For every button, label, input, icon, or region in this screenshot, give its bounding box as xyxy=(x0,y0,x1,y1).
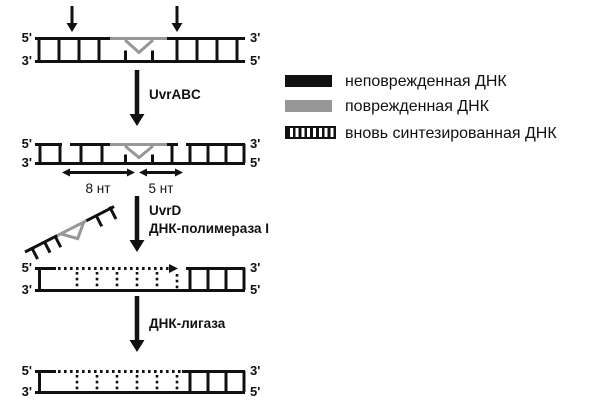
strand-end-label: 3' xyxy=(250,363,261,378)
measure-label-8nt: 8 нт xyxy=(85,181,111,196)
uvrd-process-arrow-icon xyxy=(129,196,145,252)
dna-damaged-duplex xyxy=(35,37,245,63)
step-label-uvrabc: UvrABC xyxy=(149,87,201,102)
legend-label-undamaged-dna: неповрежденная ДНК xyxy=(345,73,507,90)
dna-lesion-icon xyxy=(124,144,154,160)
step-label-uvrd: UvrD xyxy=(149,203,182,218)
measure-arrow-5nt-icon xyxy=(139,168,183,177)
step-label-polymerase: ДНК-полимераза I xyxy=(149,221,269,236)
dna-repaired-duplex xyxy=(35,370,246,394)
legend-label-damaged-dna: поврежденная ДНК xyxy=(345,98,490,115)
strand-end-label: 3' xyxy=(21,282,32,297)
measure-arrow-8nt-icon xyxy=(62,168,135,177)
strand-end-label: 5' xyxy=(21,363,32,378)
strand-end-label: 3' xyxy=(250,260,261,275)
strand-end-label: 5' xyxy=(250,53,261,68)
strand-end-label: 3' xyxy=(250,30,261,45)
strand-end-label: 5' xyxy=(250,155,261,170)
strand-end-label: 5' xyxy=(21,30,32,45)
synthesis-direction-arrowhead-icon xyxy=(169,264,178,273)
legend-swatch-new-dna xyxy=(285,126,336,139)
dna-lesion-icon xyxy=(124,38,154,55)
legend-swatch-undamaged-dna xyxy=(285,75,332,87)
strand-end-label: 5' xyxy=(250,282,261,297)
strand-end-label: 3' xyxy=(21,53,32,68)
strand-end-label: 5' xyxy=(21,260,32,275)
measure-label-5nt: 5 нт xyxy=(148,181,174,196)
dna-resynthesis-duplex xyxy=(35,264,246,292)
ligase-process-arrow-icon xyxy=(129,296,145,352)
incision-arrow-icon xyxy=(171,6,183,32)
dna-incised-duplex xyxy=(35,143,246,165)
strand-end-label: 5' xyxy=(21,136,32,151)
step-label-ligase: ДНК-лигаза xyxy=(149,316,226,331)
dna-lesion-icon xyxy=(60,221,86,241)
legend-swatch-damaged-dna xyxy=(285,100,332,112)
strand-end-label: 3' xyxy=(250,136,261,151)
incision-arrow-icon xyxy=(66,6,78,32)
legend-label-new-dna: вновь синтезированная ДНК xyxy=(345,125,557,142)
strand-end-label: 3' xyxy=(21,155,32,170)
strand-end-label: 5' xyxy=(250,384,261,399)
strand-end-label: 3' xyxy=(21,384,32,399)
excised-fragment xyxy=(24,205,118,260)
uvrabc-process-arrow-icon xyxy=(129,70,145,126)
